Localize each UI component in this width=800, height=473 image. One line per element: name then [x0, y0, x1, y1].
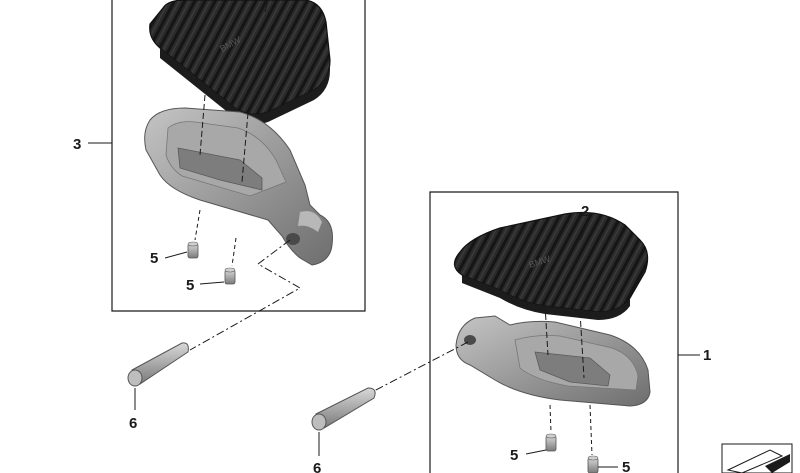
- callout-leaders-left: [88, 142, 225, 410]
- rubber-pad-upper: BMW: [149, 0, 331, 125]
- alignment-lines-upper: [189, 0, 302, 351]
- group-frame-1: [429, 191, 679, 473]
- callout-6a: 6: [129, 415, 137, 432]
- pin-6b: [311, 387, 376, 431]
- alignment-lines-lower: [371, 221, 700, 456]
- screw-5c: [545, 433, 557, 452]
- callout-5a: 5: [150, 250, 158, 267]
- callout-5d: 5: [622, 459, 630, 473]
- callout-leaders-right: [318, 432, 618, 468]
- screw-5d: [587, 455, 599, 473]
- corner-symbol-icon: [721, 443, 793, 473]
- callout-1: 1: [703, 347, 711, 364]
- callout-3: 3: [73, 136, 81, 153]
- screw-5a: [187, 241, 199, 259]
- callout-2: 2: [581, 203, 589, 220]
- callout-6b: 6: [313, 460, 321, 473]
- callout-5b: 5: [186, 277, 194, 294]
- footrest-bracket-upper: [144, 107, 333, 266]
- group-frame-3: [111, 0, 366, 312]
- footrest-bracket-lower: [455, 315, 651, 407]
- callout-5c: 5: [510, 447, 518, 464]
- screw-5b: [224, 267, 236, 285]
- rubber-pad-lower: BMW: [453, 211, 649, 320]
- pin-6a: [127, 342, 189, 387]
